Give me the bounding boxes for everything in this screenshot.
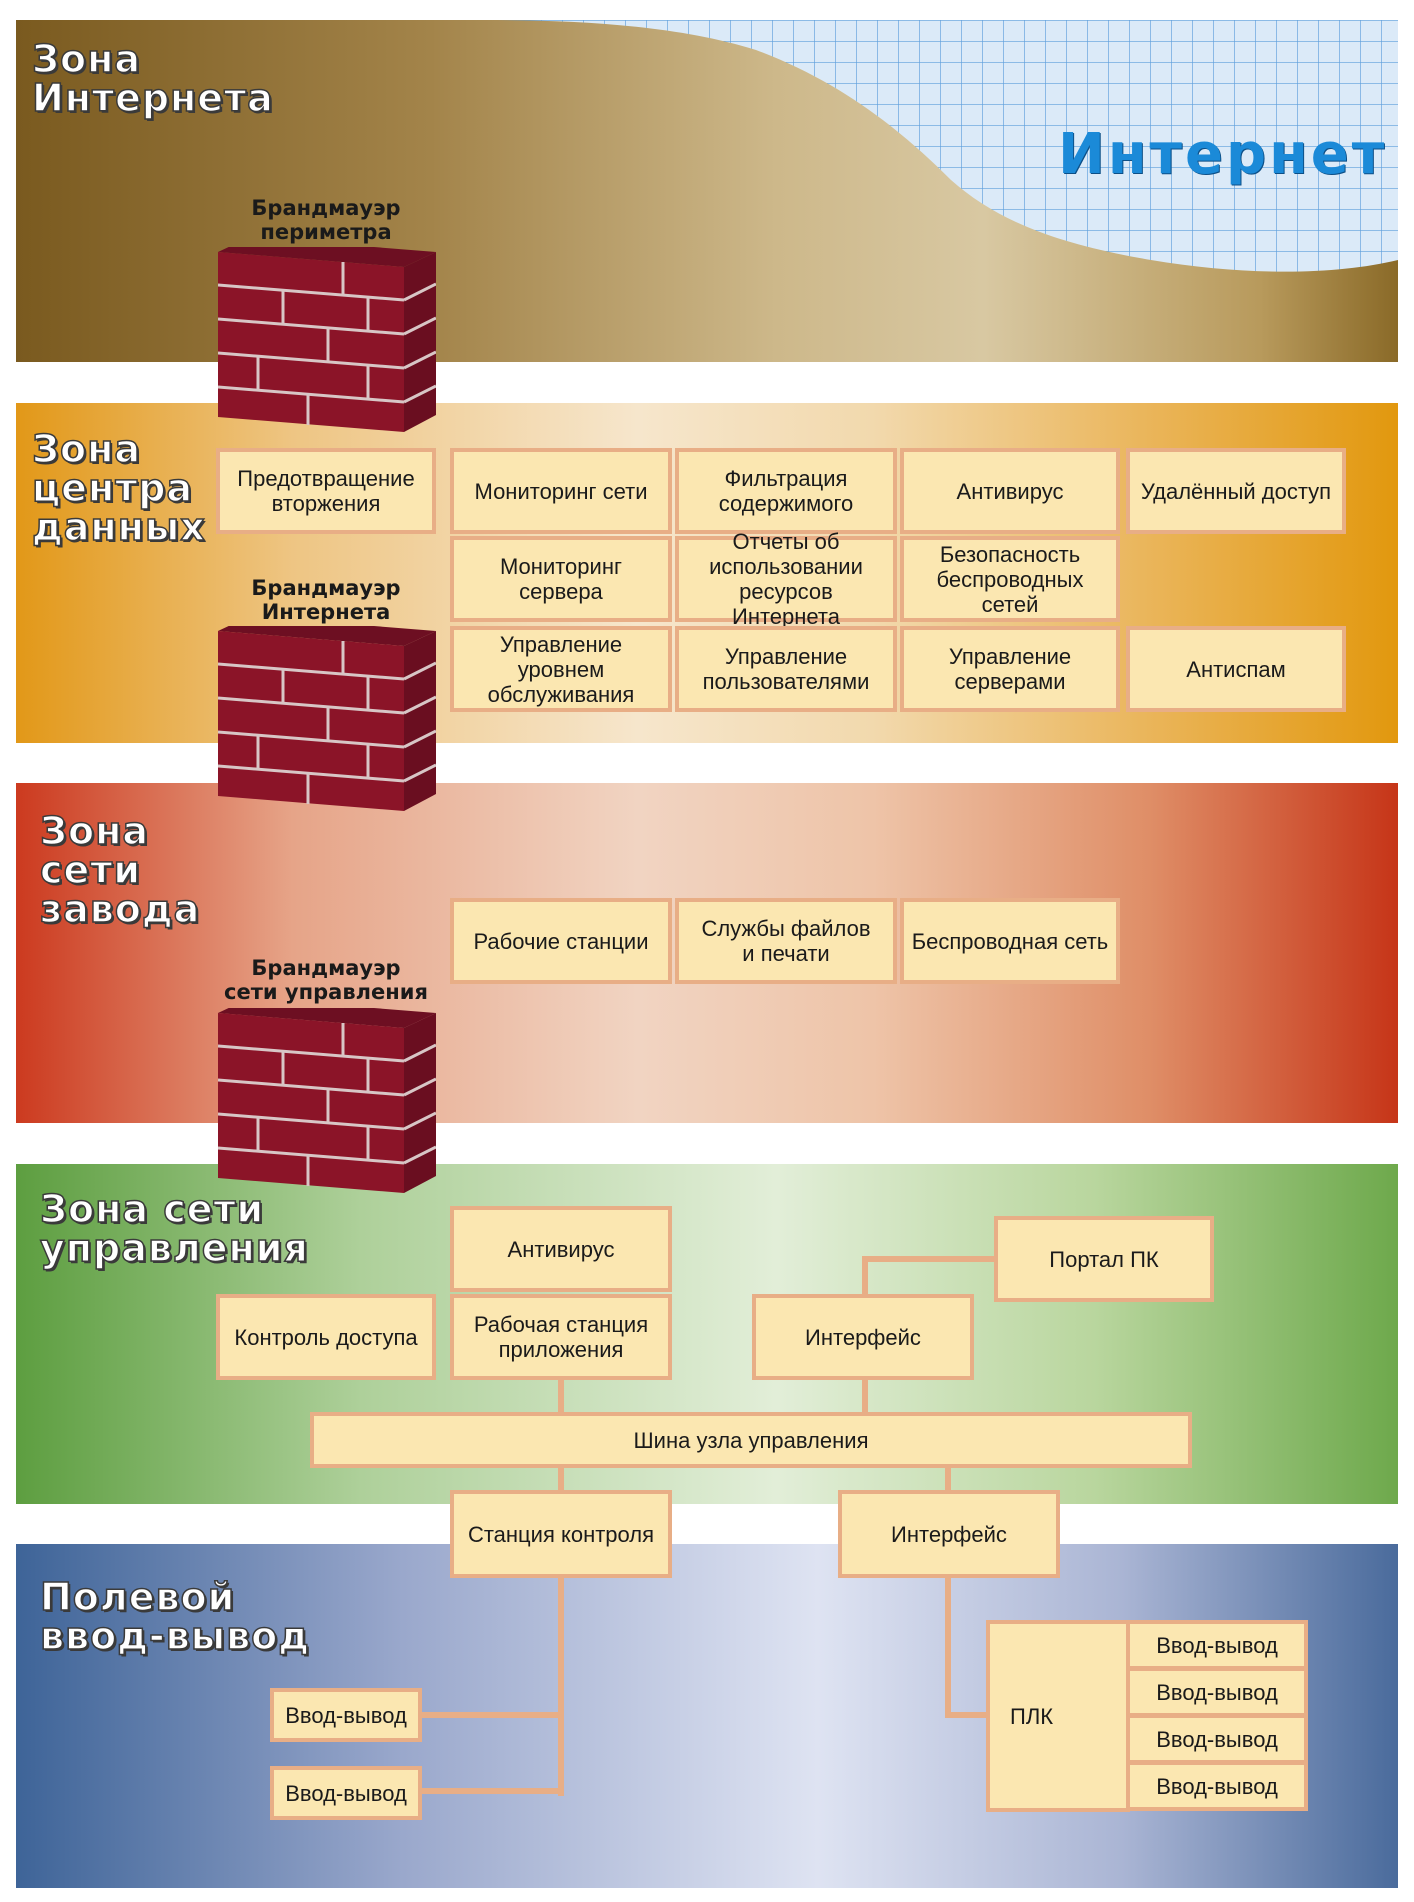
control-firewall-icon — [218, 1008, 436, 1193]
connector-plc-link — [945, 1712, 989, 1718]
plc-io-box-4: Ввод-вывод — [1126, 1761, 1308, 1811]
connector-appws-bus — [558, 1380, 564, 1414]
antivirus-dc-box: Антивирус — [900, 448, 1120, 534]
internet-label: Интернет — [1058, 122, 1388, 187]
interface-box-2: Интерфейс — [838, 1490, 1060, 1578]
connector-interface2-trunk — [945, 1578, 951, 1718]
internet-cloud-shape — [486, 20, 1398, 272]
connector-interface-bus — [862, 1380, 868, 1414]
connector-bus-interface2 — [945, 1466, 951, 1492]
plc-io-box-3: Ввод-вывод — [1126, 1714, 1308, 1764]
remote-access-box: Удалённый доступ — [1126, 448, 1346, 534]
antispam-box: Антиспам — [1126, 626, 1346, 712]
control-node-bus-box: Шина узла управления — [310, 1412, 1192, 1468]
internet-firewall-icon — [218, 626, 436, 811]
plc-io-box-1: Ввод-вывод — [1126, 1620, 1308, 1670]
wireless-network-box: Беспроводная сеть — [900, 898, 1120, 984]
workstations-box: Рабочие станции — [450, 898, 672, 984]
connector-station-io1 — [420, 1712, 562, 1718]
connector-interface-portal-horizontal — [862, 1256, 998, 1262]
internet-grid-area — [486, 20, 1398, 272]
plc-io-box-2: Ввод-вывод — [1126, 1667, 1308, 1717]
connector-station-io2 — [420, 1788, 562, 1794]
connector-station-trunk — [558, 1578, 564, 1796]
pc-portal-box: Портал ПК — [994, 1216, 1214, 1302]
antivirus-control-box: Антивирус — [450, 1206, 672, 1292]
plc-box: ПЛК — [986, 1620, 1130, 1812]
control-station-box: Станция контроля — [450, 1490, 672, 1578]
interface-box-1: Интерфейс — [752, 1294, 974, 1380]
network-monitoring-box: Мониторинг сети — [450, 448, 672, 534]
io-box-2: Ввод-вывод — [270, 1766, 422, 1820]
connector-bus-station — [558, 1466, 564, 1492]
perimeter-firewall-icon — [218, 247, 436, 432]
connector-interface-portal-vertical — [862, 1256, 868, 1298]
access-control-box: Контроль доступа — [216, 1294, 436, 1380]
io-box-1: Ввод-вывод — [270, 1688, 422, 1742]
